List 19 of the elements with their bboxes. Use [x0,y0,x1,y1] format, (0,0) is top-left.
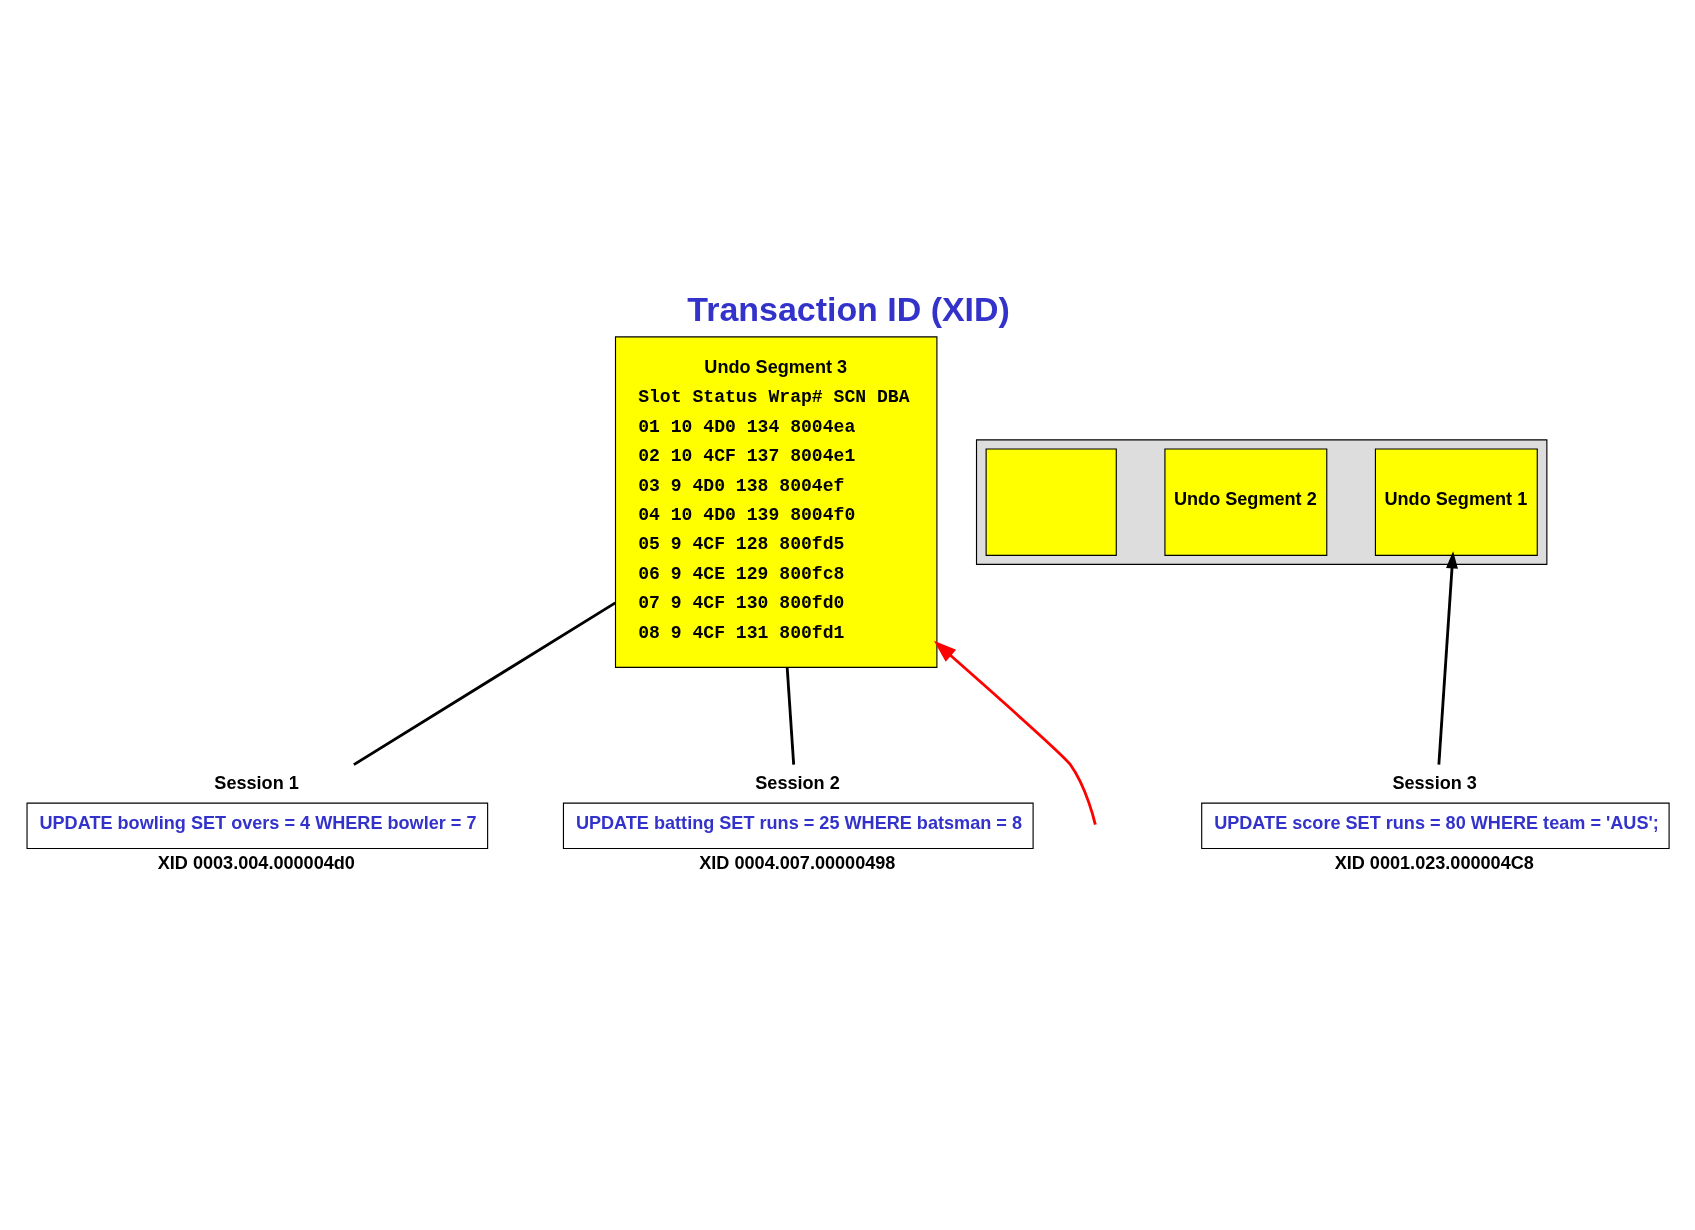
node-box: Undo Segment 1 [1374,448,1538,556]
node-label: XID 0001.023.000004C8 [1334,852,1534,873]
cluster [975,439,1548,565]
arrow [1437,551,1458,765]
node-box: Undo Segment 2 [1164,448,1328,556]
node-box: Undo Segment 3 Slot Status Wrap# SCN DBA 01 10 4D0 134 8004ea 02 10 4CF 137 8004e1 03 9 4D0 138 8004ef 04 10 4D0 139 8004f0 05 9 4CF 128 800fd5 06 9 4CE 129 800fc8 07 9 4CF 130 800fd0 08 9 4CF 131 800fd1 [614,336,938,668]
node-box: UPDATE score SET runs = 80 WHERE team = 'AUS'; [1201,802,1670,849]
node-label: Session 3 [1392,773,1477,794]
node-box: UPDATE bowling SET overs = 4 WHERE bowler = 7 [26,802,489,849]
connector [785,667,796,765]
node-label: XID 0004.007.00000498 [699,852,896,873]
arrow [933,640,1097,825]
node-label: Session 2 [755,773,840,794]
connector [353,601,617,766]
node-label: Session 1 [214,773,299,794]
node-label: XID 0003.004.000004d0 [157,852,355,873]
node-box [985,448,1117,556]
node-box: UPDATE batting SET runs = 25 WHERE batsman = 8 [562,802,1034,849]
diagram-title: Transaction ID (XID) [687,290,1010,329]
